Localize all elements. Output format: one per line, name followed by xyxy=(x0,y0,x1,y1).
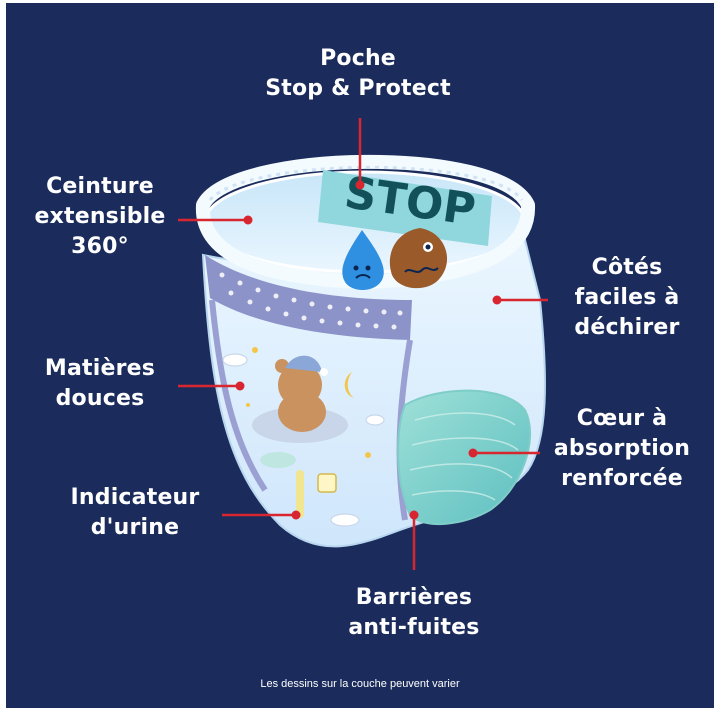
cloud-drawing xyxy=(260,452,296,468)
side-seam xyxy=(209,299,268,492)
waist-rim xyxy=(195,154,536,289)
waistband-strip xyxy=(205,255,412,340)
pointer-lines xyxy=(178,118,548,570)
brown-drop-character xyxy=(389,228,448,289)
label-poche-stop-protect: Poche Stop & Protect xyxy=(265,46,451,101)
footer-disclaimer: Les dessins sur la couche peuvent varier xyxy=(260,678,460,690)
label-matieres-douces: Matières douces xyxy=(44,356,156,411)
label-barrieres-anti-fuites: Barrières anti-fuites xyxy=(348,585,480,640)
label-coeur-absorption: Cœur à absorption renforcée xyxy=(553,406,691,491)
label-indicateur-urine: Indicateur d'urine xyxy=(70,485,200,540)
moon-drawing xyxy=(344,372,354,398)
bear-drawing xyxy=(252,355,348,443)
pointer-dots xyxy=(235,180,502,520)
blue-drop-character xyxy=(342,230,384,291)
wetness-indicator-icon xyxy=(317,473,337,493)
label-ceinture-extensible: Ceinture extensible 360° xyxy=(34,174,166,259)
absorbent-pad xyxy=(397,389,532,526)
label-cotes-faciles: Côtés faciles à déchirer xyxy=(574,255,680,340)
wetness-indicator-strip xyxy=(296,470,304,518)
